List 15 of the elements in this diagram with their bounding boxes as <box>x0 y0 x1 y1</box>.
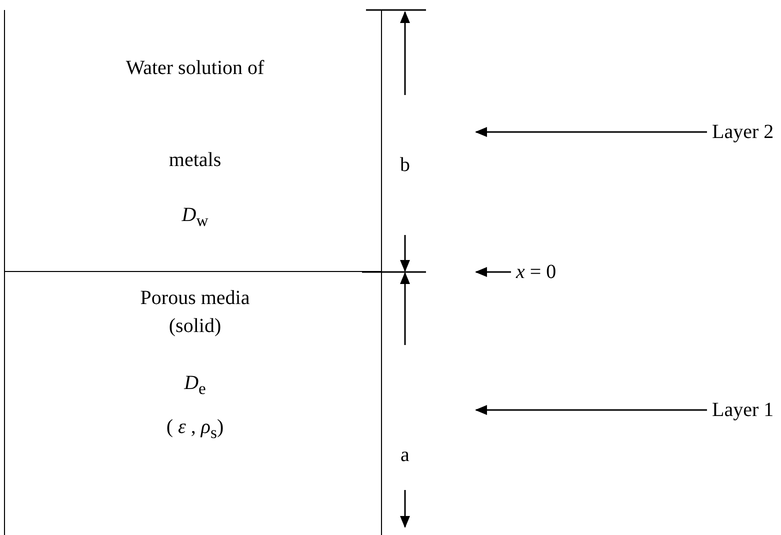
layer-region <box>4 10 382 272</box>
parameter-symbol: ( ε , ρ$_{s}$) <box>165 415 225 444</box>
dimension-label: a <box>400 443 410 468</box>
dimension-label: b <box>399 153 411 178</box>
layer-label: Layer 1 <box>712 398 775 423</box>
arrow <box>475 267 511 277</box>
arrow <box>475 405 707 415</box>
layer-label: x = 0 <box>516 260 558 285</box>
layer-region <box>4 272 382 535</box>
layer-label: Layer 2 <box>712 120 775 145</box>
layer-description: Water solution of metals <box>124 56 266 173</box>
parameter-symbol: D$_{w}$ <box>180 203 210 232</box>
arrow <box>475 127 707 137</box>
layer-description: Porous media (solid) <box>139 286 251 339</box>
parameter-symbol: D$_{e}$ <box>183 371 207 400</box>
